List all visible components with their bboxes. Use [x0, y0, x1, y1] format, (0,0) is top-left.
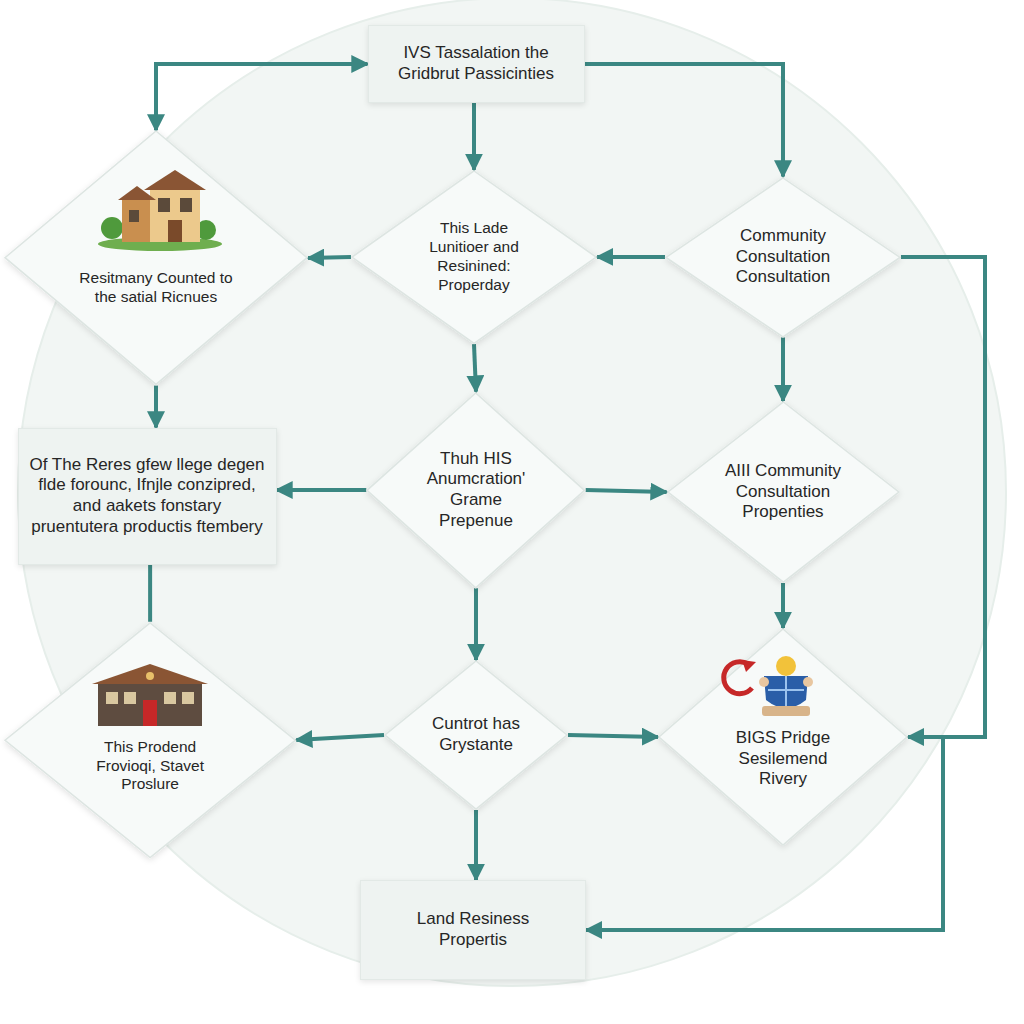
flow-arrow — [296, 735, 384, 740]
decision-diamond: This Prodend Frovioqi, Stavet Proslure — [4, 622, 296, 858]
process-box: Land Resiness Propertis — [360, 880, 586, 980]
node-text: BIGS Pridge Sesilemend Rivery — [731, 728, 836, 790]
diamond-outline — [352, 171, 596, 343]
flow-arrow — [277, 488, 367, 492]
decision-diamond: BIGS Pridge Sesilemend Rivery — [658, 628, 908, 846]
node-text: Land Resiness Propertis — [408, 909, 538, 950]
diamond-outline — [668, 402, 899, 582]
node-text: Cuntrot has Grystante — [424, 714, 529, 755]
decision-diamond: Cuntrot has Grystante — [384, 660, 568, 810]
flow-arrow — [154, 386, 158, 428]
diamond-outline — [4, 130, 308, 385]
process-box: IVS Tassalation the Gridbrut Passicintie… — [368, 25, 585, 103]
flow-arrow — [597, 255, 665, 259]
node-text: Of The Reres gfew llege degen flde forou… — [30, 455, 265, 538]
diamond-outline — [659, 629, 907, 845]
flow-arrow — [474, 344, 476, 392]
decision-diamond: Resitmany Counted to the satial Ricnues — [4, 130, 308, 385]
flow-arrow — [474, 810, 478, 880]
diamond-outline — [5, 131, 307, 384]
flow-arrow — [474, 588, 478, 660]
flow-arrow — [901, 257, 985, 737]
flow-arrow — [781, 583, 785, 628]
flow-arrow — [156, 64, 368, 130]
node-text: Community Consultation Consultation — [720, 226, 845, 288]
flow-arrow — [568, 735, 658, 737]
diamond-outline — [5, 623, 295, 857]
flow-arrow — [585, 64, 783, 177]
flow-arrow — [781, 337, 785, 401]
diamond-outline — [666, 178, 900, 337]
diamond-outline — [385, 661, 567, 809]
decision-diamond: Thuh HIS Anumcration' Grame Prepenue — [366, 392, 585, 589]
process-box: Of The Reres gfew llege degen flde forou… — [18, 428, 277, 565]
decision-diamond: This Lade Lunitioer and Resinined: Prope… — [351, 170, 597, 344]
decision-diamond: AIII Community Consultation Propenties — [667, 401, 900, 583]
node-text: Resitmany Counted to the satial Ricnues — [71, 269, 241, 307]
flow-arrow — [148, 565, 152, 622]
decision-diamond: Community Consultation Consultation — [665, 177, 901, 338]
flow-arrow — [586, 490, 667, 492]
flow-arrow — [308, 257, 351, 258]
node-text: AIII Community Consultation Propenties — [715, 461, 850, 523]
node-text: IVS Tassalation the Gridbrut Passicintie… — [381, 43, 571, 84]
node-text: Thuh HIS Anumcration' Grame Prepenue — [421, 449, 531, 532]
node-text: This Prodend Frovioqi, Stavet Proslure — [80, 738, 220, 795]
diamond-outline — [367, 393, 584, 588]
node-text: This Lade Lunitioer and Resinined: Prope… — [414, 219, 534, 295]
flow-arrow — [472, 103, 476, 170]
